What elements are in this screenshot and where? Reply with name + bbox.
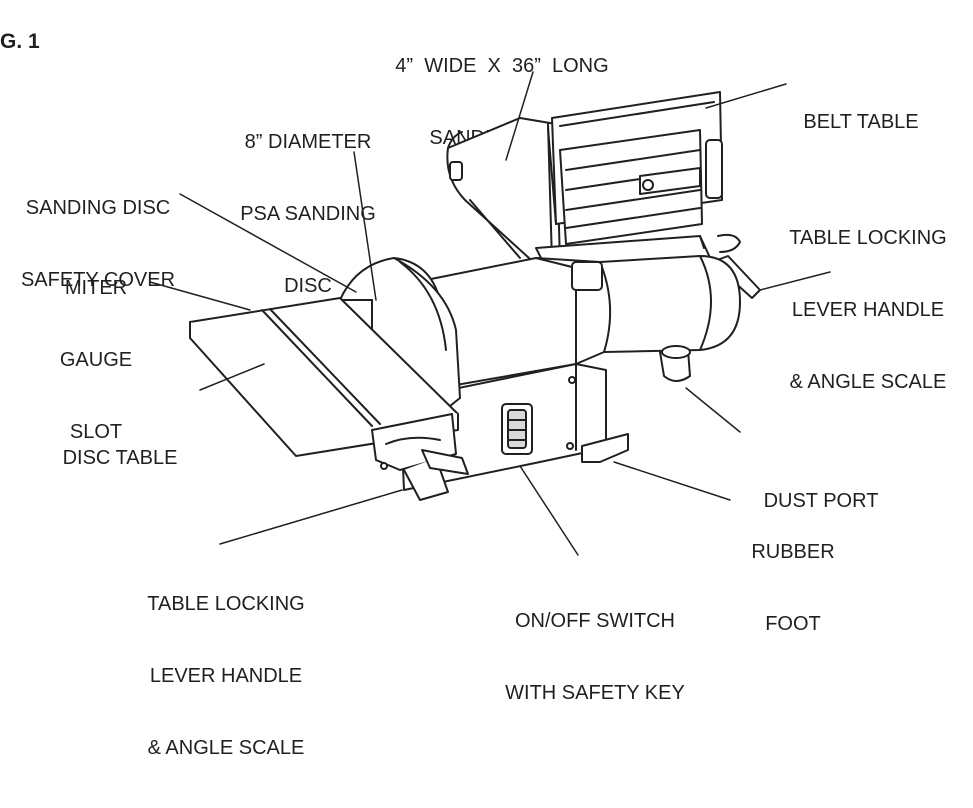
label-line: ON/OFF SWITCH [515, 610, 675, 632]
label-line: 4” WIDE X 36” LONG [395, 55, 609, 77]
label-line: SLOT [69, 421, 123, 443]
label-line: & ANGLE SCALE [789, 371, 947, 393]
label-line: DISC [284, 275, 332, 297]
label-line: SANDING DISC [25, 197, 171, 219]
label-line: GAUGE [59, 349, 133, 371]
label-line: LEVER HANDLE [149, 665, 303, 687]
label-miter-gauge-slot: MITER GAUGE SLOT [36, 228, 156, 492]
label-line: TABLE LOCKING [789, 227, 947, 249]
base-shape [399, 363, 629, 491]
label-on-off-switch: ON/OFF SWITCH WITH SAFETY KEY [470, 561, 720, 753]
label-line: WITH SAFETY KEY [505, 682, 685, 704]
label-line: & ANGLE SCALE [147, 737, 305, 759]
label-dust-port: DUST PORT [736, 441, 906, 561]
platen-box [535, 233, 761, 299]
label-line: RUBBER [751, 541, 835, 563]
label-line: PSA SANDING [240, 203, 376, 225]
on-off-switch-shape [501, 403, 533, 455]
label-line: DUST PORT [763, 490, 879, 512]
label-rubber-foot: RUBBER FOOT [728, 492, 858, 684]
label-line: BELT TABLE [803, 111, 919, 133]
label-belt-table: BELT TABLE [776, 62, 946, 182]
dust-port-shape [659, 345, 691, 382]
label-line: MITER [64, 277, 128, 299]
label-line: LEVER HANDLE [791, 299, 945, 321]
label-line: DISC TABLE [62, 447, 178, 469]
table-lock-left-shape [371, 413, 469, 501]
figure-label: G. 1 [0, 30, 40, 53]
label-line: FOOT [765, 613, 821, 635]
label-disc-table: DISC TABLE [40, 398, 200, 518]
label-line: TABLE LOCKING [147, 593, 305, 615]
label-sanding-disc: 8” DIAMETER PSA SANDING DISC [218, 82, 398, 346]
diagram-stage: G. 1 4” WIDE X 36” LONG SANDING BELT BEL… [0, 30, 968, 759]
label-line: 8” DIAMETER [244, 131, 372, 153]
label-table-lock-right: TABLE LOCKING LEVER HANDLE & ANGLE SCALE [768, 178, 968, 442]
motor-body [415, 255, 741, 393]
label-table-lock-left: TABLE LOCKING LEVER HANDLE & ANGLE SCALE [126, 544, 326, 808]
